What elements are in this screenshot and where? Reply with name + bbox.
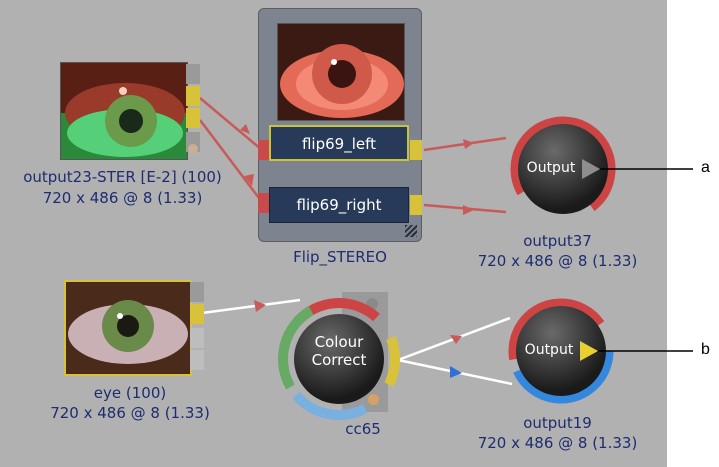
flip-left-button[interactable]: flip69_left [269,125,409,161]
arrow-head [254,300,266,312]
output-tab[interactable] [186,86,200,106]
eye-thumbnail[interactable] [64,280,192,376]
arrow-head [450,366,462,378]
colour-correct-label-line2: Correct [311,351,367,369]
output-tab[interactable] [186,108,200,128]
colour-correct-button[interactable] [294,314,384,404]
connection-links [199,97,513,386]
output-tab[interactable] [186,64,200,84]
link-output23-to-flip-right [199,119,263,203]
arrow-head [240,124,250,134]
status-dot [188,144,198,154]
colour-correct-label-line1: Colour [314,333,364,351]
output-tab[interactable] [410,140,422,160]
resize-handle[interactable] [405,225,417,237]
eye-format-label: 720 x 486 @ 8 (1.33) [50,404,210,422]
output-tab[interactable] [190,282,204,302]
output-tab[interactable] [190,328,204,348]
callout-a: a [701,159,710,176]
output23-format-label: 720 x 486 @ 8 (1.33) [42,189,203,207]
output19-format-label: 720 x 486 @ 8 (1.33) [477,434,638,452]
play-icon [580,341,598,361]
cc65-name-label: cc65 [345,420,381,438]
output23-name-label: output23-STER [E-2] (100) [23,168,222,186]
input-tab[interactable] [258,140,269,160]
output37-button-label: Output [526,160,576,176]
arrow-head [244,174,254,186]
arrow-head [463,205,474,215]
arrow-head [463,139,474,149]
output-tab[interactable] [410,195,422,215]
eye-tabs [190,280,204,376]
output37-ring [510,116,616,222]
eye-image [278,24,404,120]
input-tab[interactable] [258,193,269,213]
eye-image [66,282,190,374]
flip-stereo-name-label: Flip_STEREO [293,248,387,266]
output37-format-label: 720 x 486 @ 8 (1.33) [477,252,638,270]
output19-button-label: Output [524,342,574,358]
link-eye-to-cc65 [201,298,301,315]
schematic-canvas[interactable]: output23-STER [E-2] (100) 720 x 486 @ 8 … [0,0,667,467]
eye-name-label: eye (100) [93,384,167,402]
output-tab[interactable] [190,350,204,370]
output37-name-label: output37 [523,232,592,250]
flip-stereo-thumbnail [277,23,405,121]
arrow-head [450,335,462,344]
output23-tabs [186,62,200,160]
cc65-ring [278,298,400,420]
flip-right-button[interactable]: flip69_right [269,187,409,223]
play-icon [582,159,600,179]
callout-b: b [701,341,710,358]
output-tab[interactable] [190,304,204,324]
status-dot [368,394,379,405]
output19-name-label: output19 [523,414,592,432]
output23-thumbnail[interactable] [60,62,188,160]
eye-image [61,63,187,159]
link-output23-to-flip-left [199,97,263,151]
